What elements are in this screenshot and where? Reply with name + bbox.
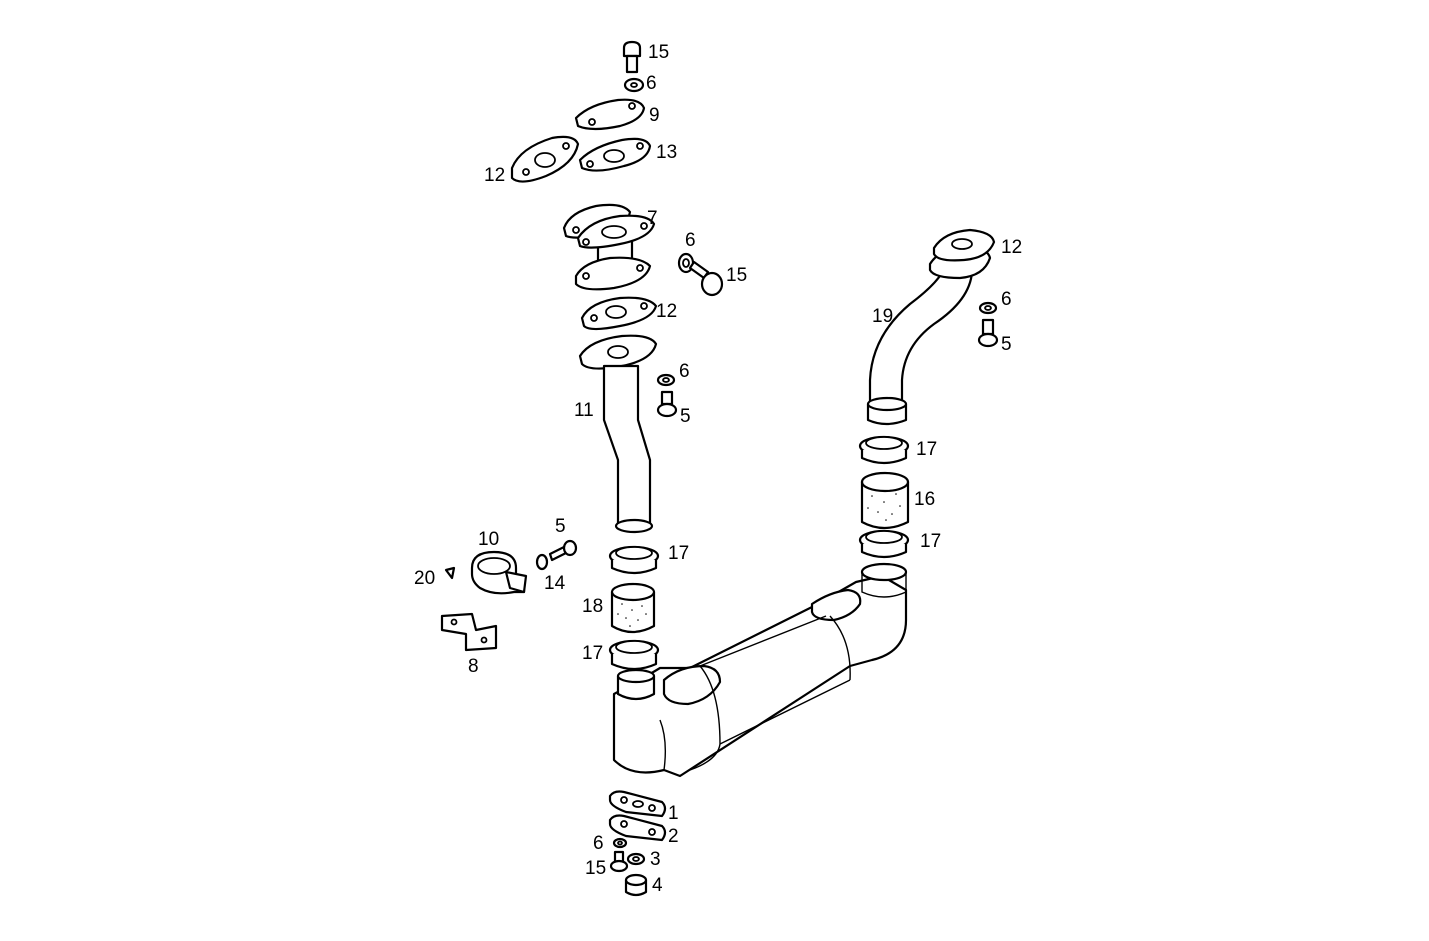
sleeve-18: [610, 582, 656, 634]
gasket-13: [578, 137, 652, 172]
callout-5-clamp: 5: [555, 516, 566, 537]
bolt-5-right: [977, 318, 999, 348]
callout-18: 18: [582, 596, 603, 617]
callout-15-bottom: 15: [585, 858, 606, 879]
bolt-15-mid: [688, 260, 724, 297]
callout-12-mid: 12: [656, 301, 677, 322]
callout-20: 20: [414, 568, 435, 589]
callout-14: 14: [544, 573, 566, 594]
flange-pipe-7: [562, 203, 656, 291]
nut-4: [624, 873, 648, 897]
clamp-17-right-lower: [858, 529, 910, 559]
callout-8: 8: [468, 656, 479, 677]
nut-20: [444, 566, 456, 580]
callout-10: 10: [478, 529, 499, 550]
muffler: [612, 562, 908, 778]
callout-6-right: 6: [1001, 289, 1012, 310]
callout-6-bottom: 6: [593, 833, 604, 854]
sleeve-16: [860, 471, 910, 530]
pipe-19: [866, 228, 996, 426]
washer-14: [535, 553, 549, 571]
clamp-bracket-10: [470, 550, 528, 595]
callout-11: 11: [574, 400, 594, 421]
washer-3: [626, 852, 646, 866]
callout-2: 2: [668, 826, 679, 847]
bolt-15-top: [622, 40, 642, 74]
plate-1: [608, 790, 667, 818]
clamp-17-left-upper: [608, 545, 660, 575]
pipe-11: [578, 334, 658, 534]
callout-15-mid: 15: [726, 265, 747, 286]
callout-17-right-lower: 17: [920, 531, 941, 552]
callout-3: 3: [650, 849, 661, 870]
flange-plate-9: [574, 98, 646, 131]
callout-6-pipe: 6: [679, 361, 690, 382]
callout-5-right: 5: [1001, 334, 1012, 355]
callout-17-right-upper: 17: [916, 439, 937, 460]
clamp-17-right-upper: [858, 435, 910, 465]
callout-13: 13: [656, 142, 677, 163]
callout-17-left-lower: 17: [582, 643, 603, 664]
callout-5-pipe: 5: [680, 406, 691, 427]
callout-19: 19: [872, 306, 893, 327]
callout-9: 9: [649, 105, 660, 126]
callout-12-right: 12: [1001, 237, 1022, 258]
washer-6-pipe: [656, 373, 676, 387]
callout-15-top: 15: [648, 42, 669, 63]
bracket-8: [440, 612, 498, 652]
washer-6-right: [978, 301, 998, 315]
callout-17-left-upper: 17: [668, 543, 689, 564]
callout-16: 16: [914, 489, 935, 510]
washer-6-top: [623, 77, 645, 93]
bolt-15-bottom: [609, 850, 629, 873]
callout-4: 4: [652, 875, 663, 896]
callout-6-top: 6: [646, 73, 657, 94]
callout-12-left: 12: [484, 165, 505, 186]
bolt-5-pipe: [656, 390, 678, 418]
washer-6-bottom: [612, 837, 628, 849]
clamp-17-left-lower: [608, 639, 660, 671]
gasket-12-left: [510, 135, 580, 183]
callout-6-mid: 6: [685, 230, 696, 251]
gasket-12-mid: [580, 296, 658, 331]
plate-2: [608, 814, 667, 842]
callout-1: 1: [668, 803, 679, 824]
callout-7: 7: [647, 208, 658, 229]
bolt-5-clamp: [548, 539, 578, 562]
